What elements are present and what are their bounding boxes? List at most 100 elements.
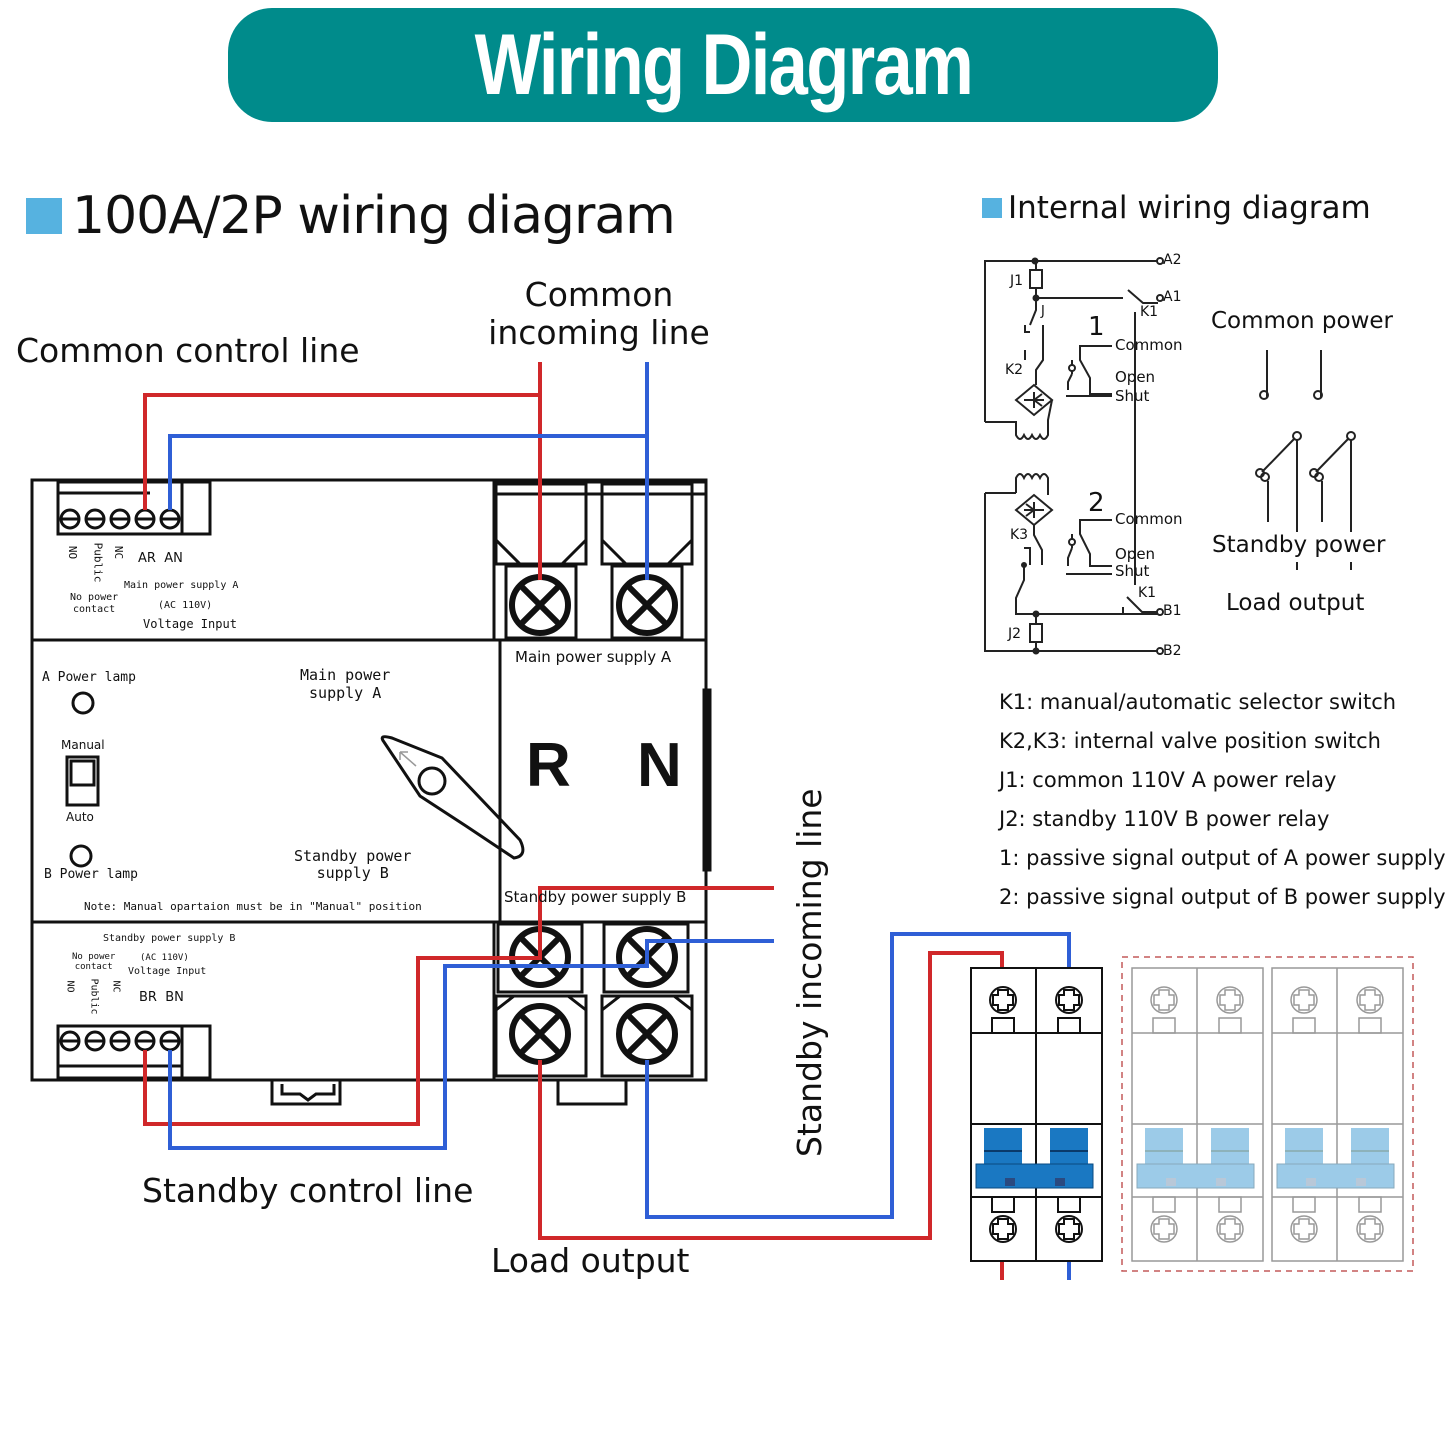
optional-breaker-2 (1271, 967, 1404, 1262)
pin-no-label: NO (64, 980, 76, 993)
common-incoming-line-label-1: Common (524, 275, 674, 314)
top-voltage-value: (AC 110V) (158, 600, 213, 611)
right-section-heading: Internal wiring diagram (982, 190, 1371, 226)
contact-text: contact (74, 961, 113, 972)
k1-top-label: K1 (1140, 304, 1159, 320)
top-voltage-input: Voltage Input (143, 617, 237, 631)
common-incoming-line-label-2: incoming line (488, 312, 710, 352)
legend-item: 1: passive signal output of A power supp… (999, 846, 1445, 870)
switch-handle-icon (380, 735, 525, 860)
internal-schematic (984, 257, 1164, 655)
legend-item: J2: standby 110V B power relay (999, 807, 1330, 831)
no-power-text: No power (70, 592, 119, 603)
wire-load-live (538, 951, 1004, 1240)
pin-nc-label: NC (110, 980, 122, 993)
a-power-lamp-label: A Power lamp (42, 670, 136, 685)
standby-terminals-label: Standby power supply B (504, 888, 687, 906)
bottom-no-power-contact: No power contact (72, 952, 116, 973)
live-wires (143, 362, 1004, 1280)
no-power-text: No power (72, 952, 116, 962)
bottom-terminal-title: Standby power supply B (103, 933, 236, 944)
pin-br-label: BR (139, 990, 157, 1005)
wire-standby-neutral (168, 939, 774, 1150)
phase-r-letter: R (526, 731, 571, 800)
j2-label: J2 (1008, 626, 1022, 642)
neutral-wires (168, 362, 1071, 1280)
j1-label: J1 (1010, 273, 1024, 289)
standby-power-label: Standby power (1212, 532, 1386, 558)
page-title: Wiring Diagram (474, 17, 973, 113)
component-legend: K1: manual/automatic selector switch K2,… (999, 683, 1445, 917)
k2-label: K2 (1005, 362, 1024, 378)
pin-bn-label: BN (165, 990, 184, 1005)
terminal-load-r (509, 1003, 571, 1065)
auto-label: Auto (66, 810, 94, 824)
legend-item: K2,K3: internal valve position switch (999, 729, 1381, 753)
terminal-main-n (616, 574, 678, 636)
manual-note: Note: Manual opartaion must be in "Manua… (84, 900, 422, 913)
group1-shut: Shut (1115, 387, 1150, 405)
active-breaker-2p (970, 967, 1103, 1262)
group1-number: 1 (1088, 312, 1105, 342)
group2-shut: Shut (1115, 562, 1150, 580)
main-supply-line-2: supply A (309, 684, 382, 702)
group1-common: Common (1115, 336, 1183, 354)
pin-no-label: NO (66, 545, 80, 560)
left-section-heading: 100A/2P wiring diagram (26, 186, 676, 246)
pin-public-label: Public (91, 542, 105, 583)
bottom-voltage-value: (AC 110V) (140, 953, 189, 963)
standby-supply-panel-label: Standby power supply B (294, 847, 412, 883)
contact-text: contact (73, 603, 116, 615)
top-pin-labels: NO Public NC (60, 538, 126, 588)
legend-item: K1: manual/automatic selector switch (999, 690, 1397, 714)
transfer-switch-symbol (1255, 350, 1356, 570)
group2-open: Open (1115, 545, 1156, 563)
group1-open: Open (1115, 368, 1156, 386)
load-output-symbol-label: Load output (1226, 590, 1365, 616)
top-supply-label: Main power supply A (124, 580, 239, 591)
phase-n-letter: N (637, 731, 682, 800)
j-label: J (1041, 304, 1045, 319)
terminal-main-r (509, 574, 571, 636)
common-control-line-label: Common control line (16, 331, 360, 370)
bullet-square-icon (26, 198, 62, 234)
pin-ar-label: AR (138, 551, 156, 566)
standby-control-line-label: Standby control line (142, 1171, 474, 1210)
terminal-b2-label: B2 (1163, 643, 1182, 659)
b-power-lamp-icon (69, 844, 93, 868)
right-heading-text: Internal wiring diagram (1008, 190, 1371, 226)
b-power-lamp-label: B Power lamp (44, 867, 138, 882)
common-incoming-line-label: Common incoming line (486, 276, 712, 352)
terminal-a2-label: A2 (1163, 252, 1182, 268)
optional-breakers-frame (1121, 956, 1414, 1272)
k3-label: K3 (1010, 527, 1029, 543)
pin-an-label: AN (164, 551, 183, 566)
standby-supply-line-1: Standby power (294, 847, 412, 865)
manual-label: Manual (61, 738, 105, 752)
legend-item: J1: common 110V A power relay (999, 768, 1337, 792)
bullet-square-icon (982, 198, 1002, 218)
group2-number: 2 (1088, 488, 1105, 518)
group2-common: Common (1115, 510, 1183, 528)
wire-common-control-live (143, 393, 540, 510)
main-supply-panel-label: Main power supply A (300, 666, 390, 702)
load-output-label: Load output (491, 1241, 690, 1280)
pin-nc-label: NC (112, 545, 126, 560)
optional-breaker-1 (1131, 967, 1264, 1262)
title-banner: Wiring Diagram (228, 8, 1218, 122)
terminal-a1-label: A1 (1163, 289, 1182, 305)
top-terminal-screws (59, 508, 181, 530)
a-power-lamp-icon (71, 691, 95, 715)
bottom-terminal-screws (59, 1030, 181, 1052)
common-power-label: Common power (1211, 308, 1393, 334)
main-terminals-label: Main power supply A (515, 648, 672, 666)
left-heading-text: 100A/2P wiring diagram (72, 186, 676, 246)
terminal-b1-label: B1 (1163, 603, 1182, 619)
manual-auto-switch (65, 755, 100, 807)
pin-public-label: Public (88, 978, 100, 1015)
main-supply-line-1: Main power (300, 666, 391, 684)
terminal-load-n (616, 1003, 678, 1065)
standby-supply-line-2: supply B (316, 864, 389, 883)
bottom-voltage-input: Voltage Input (128, 966, 207, 977)
